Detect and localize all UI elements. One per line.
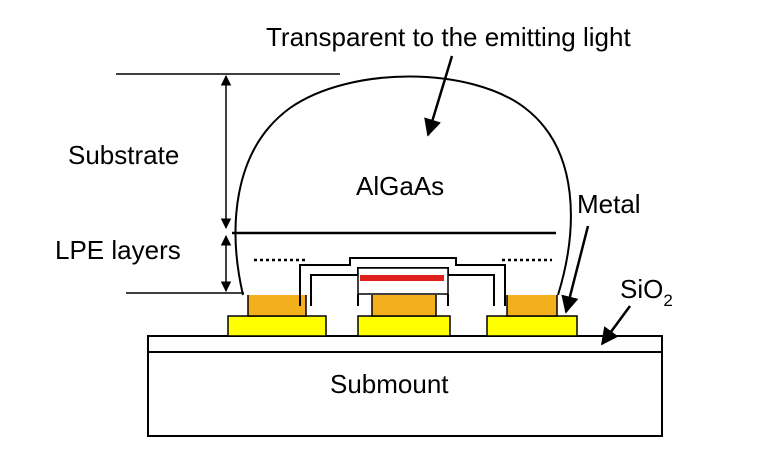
algaas-label: AlGaAs — [356, 171, 444, 201]
metal-contact-center — [371, 292, 437, 317]
algaas-dome — [234, 75, 572, 296]
mesa-outer-outline — [299, 257, 506, 306]
sio2-label-base: SiO — [620, 274, 663, 304]
metal-contact-left — [247, 293, 307, 317]
transparent-pointer-arrow — [424, 55, 454, 137]
metal-contact-right — [506, 293, 558, 317]
lpe-layers-label: LPE layers — [55, 235, 181, 265]
submount-label: Submount — [330, 369, 449, 399]
solder-pad-left — [227, 315, 327, 337]
sio2-pointer-arrow — [600, 305, 632, 346]
metal-label: Metal — [577, 189, 641, 219]
metal-pointer-arrow — [561, 225, 590, 314]
active-layer — [360, 275, 444, 281]
transparent-note-label: Transparent to the emitting light — [266, 22, 631, 52]
solder-pad-center — [357, 315, 451, 337]
substrate-label: Substrate — [68, 140, 179, 170]
submount-block — [147, 351, 663, 437]
sio2-layer — [147, 335, 663, 353]
sio2-label: SiO2 — [620, 274, 673, 310]
sio2-label-subscript: 2 — [663, 291, 672, 310]
solder-pad-right — [486, 315, 578, 337]
